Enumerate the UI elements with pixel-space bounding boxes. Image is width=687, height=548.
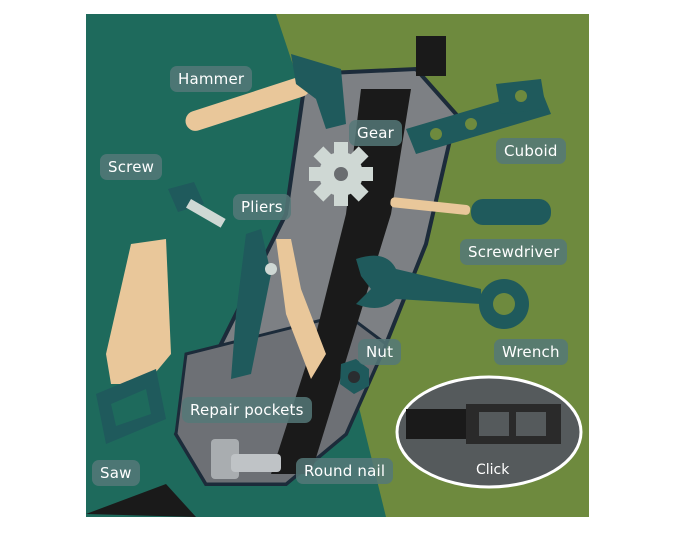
click-label: Click <box>476 462 510 478</box>
black-strap <box>271 89 411 474</box>
pliers-toy <box>231 229 326 379</box>
hammer-toy <box>185 54 346 131</box>
cuboid-toy <box>406 79 551 154</box>
screw-label: Screw <box>100 154 163 180</box>
repair-pockets-label: Repair pockets <box>182 397 312 423</box>
cuboid-label: Cuboid <box>496 138 566 164</box>
screw-toy <box>168 182 226 228</box>
wrench-label: Wrench <box>494 339 568 365</box>
tool-set-illustration <box>86 14 589 517</box>
strap-end <box>86 484 196 517</box>
round-nail-label: Round nail <box>296 458 394 484</box>
saw-toy <box>96 239 171 444</box>
gear-label: Gear <box>349 120 403 146</box>
screwdriver-toy <box>390 197 551 225</box>
product-photo: Hammer Gear Cuboid Screw Pliers Screwdri… <box>86 14 589 517</box>
wrench-toy <box>356 255 529 329</box>
nut-toy <box>340 359 369 394</box>
buckle-inset <box>395 375 583 489</box>
gear-toy <box>309 142 373 206</box>
round-nail-toy <box>211 439 281 479</box>
nut-label: Nut <box>358 339 402 365</box>
screwdriver-label: Screwdriver <box>460 239 568 265</box>
buckle-top <box>416 36 446 76</box>
hammer-label: Hammer <box>170 66 253 92</box>
pliers-label: Pliers <box>233 194 291 220</box>
saw-label: Saw <box>92 460 140 486</box>
